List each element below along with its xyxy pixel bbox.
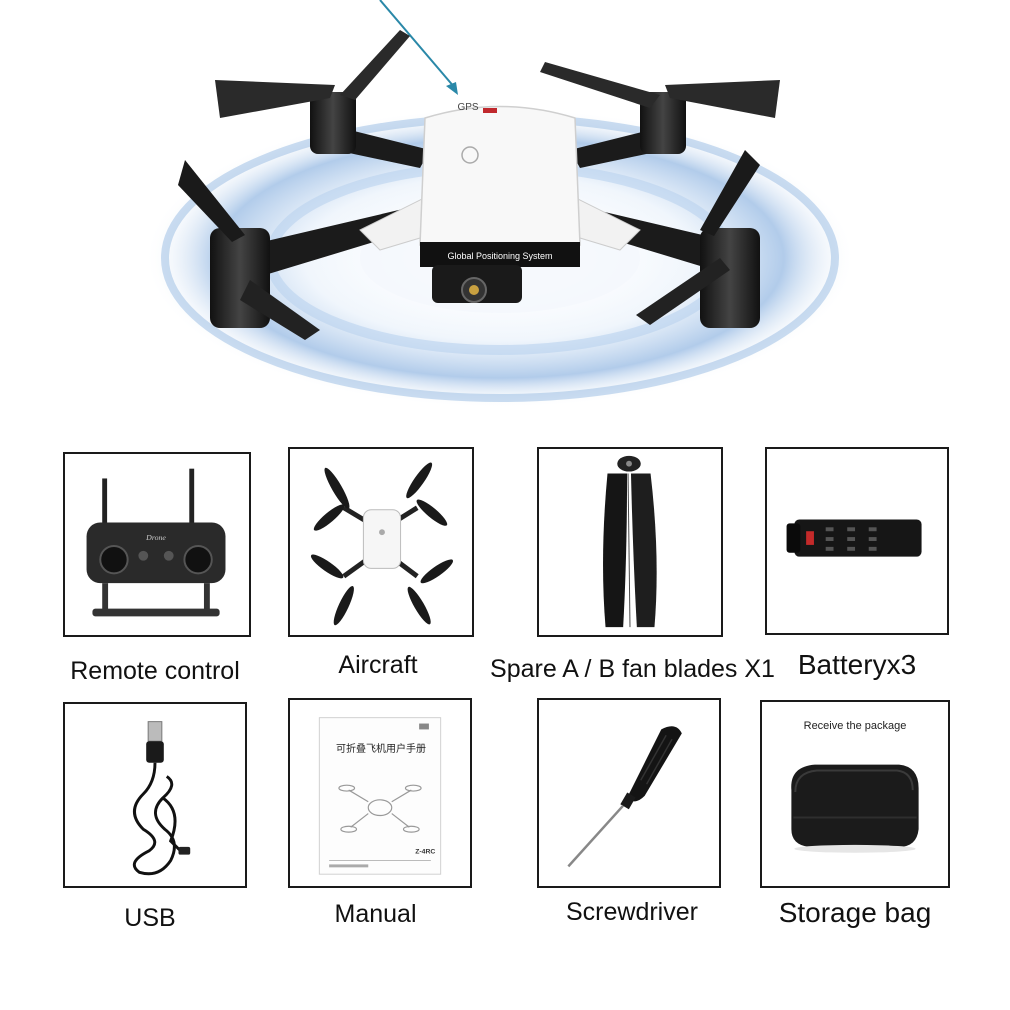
aircraft-icon <box>310 462 454 626</box>
usb-box <box>63 702 247 888</box>
svg-text:Drone: Drone <box>145 533 166 542</box>
caption-usb: USB <box>124 904 176 932</box>
storage-bag-icon <box>791 764 919 853</box>
caption-manual: Manual <box>334 900 417 928</box>
brand-mark: GPS <box>457 102 478 113</box>
fan-blades-box <box>537 447 723 637</box>
caption-screwdriver: Screwdriver <box>566 898 698 926</box>
screwdriver-box <box>537 698 721 888</box>
caption-battery: Batteryx3 <box>797 649 917 680</box>
screwdriver-icon <box>567 726 682 868</box>
manual-box: Z-4RC 可折叠飞机用户手册 <box>288 698 472 888</box>
fan-blade-icon <box>603 455 657 628</box>
caption-aircraft: Aircraft <box>338 651 418 679</box>
usb-cable-icon <box>132 721 191 876</box>
aircraft-box <box>288 447 474 637</box>
storage-bag-box: Receive the package <box>760 700 950 888</box>
hero-drone-image: Global Positioning System GPS <box>145 0 855 408</box>
gps-label: Global Positioning System <box>447 251 552 261</box>
caption-storage-bag: Storage bag <box>778 897 932 928</box>
svg-text:Z-4RC: Z-4RC <box>415 849 435 856</box>
storage-bag-label: Receive the package <box>803 720 907 732</box>
manual-title: 可折叠飞机用户手册 <box>336 744 426 755</box>
battery-box <box>765 447 949 635</box>
remote-control-box: Drone <box>63 452 251 637</box>
remote-control-icon: Drone <box>86 468 226 617</box>
caption-fan-blades: Spare A / B fan blades X1 <box>490 655 775 683</box>
manual-icon: Z-4RC <box>318 717 442 875</box>
caption-remote-control: Remote control <box>70 657 240 685</box>
battery-icon <box>786 519 922 557</box>
